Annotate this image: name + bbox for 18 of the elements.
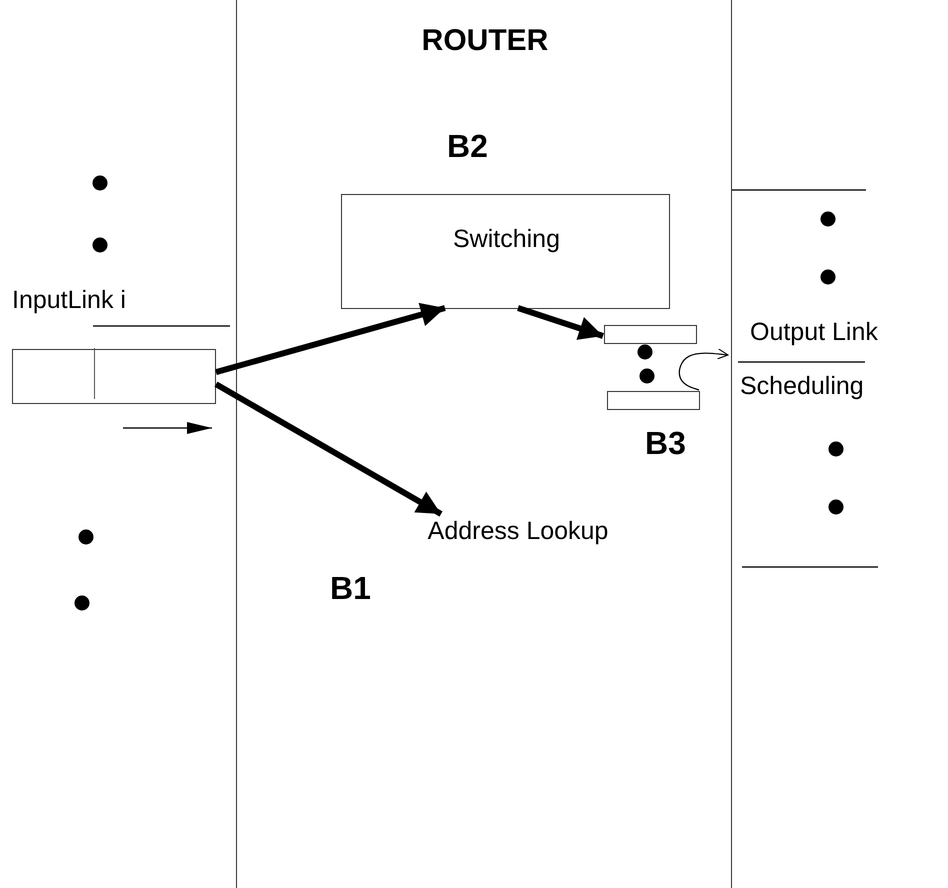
input-queue-box: [12, 349, 216, 404]
block-label: B2: [447, 128, 488, 165]
router-box: [236, 0, 732, 888]
link-label: Output Link: [750, 318, 878, 347]
node-label: Address Lookup: [426, 517, 610, 546]
router-title: ROUTER: [420, 24, 550, 58]
process-box: [341, 194, 670, 309]
arrow: [215, 302, 446, 375]
arrow: [214, 382, 443, 517]
block-label: B1: [330, 570, 371, 607]
link-label: Scheduling: [740, 372, 864, 401]
queue-slot: [604, 325, 697, 344]
queue-slot: [607, 391, 700, 410]
link-label: InputLink i: [12, 286, 126, 315]
arrow: [678, 348, 728, 391]
arrow: [517, 305, 604, 340]
node-label: Switching: [452, 225, 561, 254]
block-label: B3: [645, 425, 686, 462]
